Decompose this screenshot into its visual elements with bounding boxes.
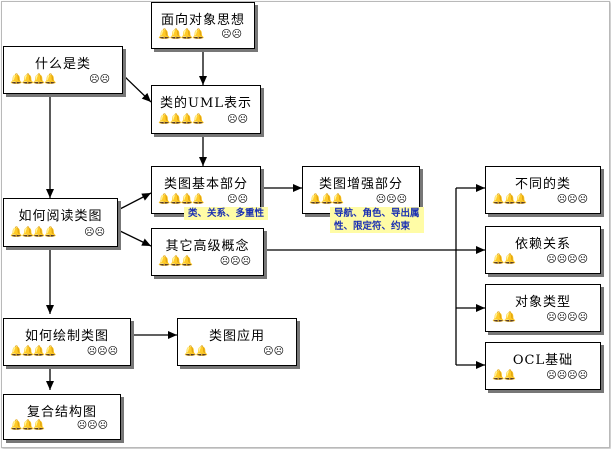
frown-icon: ☹☹ [84, 227, 105, 238]
frown-icon: ☹☹☹ [219, 256, 251, 267]
node-title: 其它高级概念 [165, 239, 250, 254]
bell-icon: 🔔🔔 [492, 254, 516, 265]
bell-icon: 🔔🔔🔔 [492, 194, 527, 205]
bell-icon: 🔔🔔 [492, 370, 516, 381]
node-object-types[interactable]: 对象类型 🔔🔔 ☹☹☹☹ [485, 284, 601, 332]
bell-icon: 🔔🔔 [492, 312, 516, 323]
bell-icon: 🔔🔔🔔🔔 [10, 74, 57, 85]
node-title: 类的UML表示 [160, 96, 252, 111]
bell-icon: 🔔🔔🔔🔔 [158, 29, 205, 40]
note-basic: 类、关系、多重性 [184, 207, 269, 220]
node-oo-thinking[interactable]: 面向对象思想 🔔🔔🔔🔔 ☹☹ [151, 2, 255, 49]
node-title: 类图应用 [208, 329, 265, 344]
node-title: 不同的类 [514, 177, 571, 192]
frown-icon: ☹☹☹ [375, 194, 407, 205]
frown-icon: ☹☹ [221, 29, 242, 40]
node-title: 依赖关系 [514, 237, 571, 252]
node-class-basic[interactable]: 类图基本部分 🔔🔔🔔🔔 ☹☹ [151, 166, 261, 214]
node-uml-notation[interactable]: 类的UML表示 🔔🔔🔔🔔 ☹☹ [151, 85, 261, 134]
bell-icon: 🔔🔔🔔 [10, 420, 45, 431]
node-title: 如何绘制类图 [24, 329, 109, 344]
node-composite-structure[interactable]: 复合结构图 🔔🔔🔔 ☹☹☹ [3, 394, 121, 440]
bell-icon: 🔔🔔🔔🔔 [10, 227, 57, 238]
node-title: 什么是类 [34, 57, 91, 72]
frown-icon: ☹☹ [89, 74, 110, 85]
frown-icon: ☹☹☹ [556, 194, 588, 205]
node-other-concepts[interactable]: 其它高级概念 🔔🔔🔔 ☹☹☹ [151, 228, 264, 276]
node-title: 如何阅读类图 [18, 209, 103, 224]
arrow-what-to-uml [122, 74, 152, 103]
node-dependency[interactable]: 依赖关系 🔔🔔 ☹☹☹☹ [485, 226, 601, 274]
node-ocl-basics[interactable]: OCL基础 🔔🔔 ☹☹☹☹ [485, 342, 601, 390]
frown-icon: ☹☹☹ [86, 346, 118, 357]
frown-icon: ☹☹ [227, 194, 248, 205]
frown-icon: ☹☹☹ [76, 420, 108, 431]
bell-icon: 🔔🔔🔔🔔 [10, 346, 57, 357]
node-class-diagram-apply[interactable]: 类图应用 🔔🔔 ☹☹ [177, 318, 297, 366]
node-draw-class-diagram[interactable]: 如何绘制类图 🔔🔔🔔🔔 ☹☹☹ [3, 318, 131, 366]
note-enhanced-line2: 性、限定符、约束 [334, 221, 411, 232]
arrow-read-to-other [117, 229, 152, 247]
frown-icon: ☹☹☹☹ [546, 370, 588, 381]
bell-icon: 🔔🔔🔔 [309, 194, 344, 205]
node-title: 面向对象思想 [160, 13, 245, 28]
node-read-class-diagram[interactable]: 如何阅读类图 🔔🔔🔔🔔 ☹☹ [3, 198, 118, 247]
note-enhanced-line1: 导航、角色、导出属 [334, 208, 420, 219]
node-title: 对象类型 [514, 295, 571, 310]
node-title: 类图基本部分 [163, 177, 248, 192]
frown-icon: ☹☹☹☹ [546, 254, 588, 265]
note-enhanced: 导航、角色、导出属 性、限定符、约束 [330, 207, 424, 233]
bell-icon: 🔔🔔 [184, 346, 208, 357]
node-title: 复合结构图 [26, 405, 97, 420]
frown-icon: ☹☹ [227, 114, 248, 125]
bell-icon: 🔔🔔🔔 [158, 256, 193, 267]
frown-icon: ☹☹ [263, 346, 284, 357]
node-class-enhanced[interactable]: 类图增强部分 🔔🔔🔔 ☹☹☹ [302, 166, 420, 214]
bell-icon: 🔔🔔🔔🔔 [158, 194, 205, 205]
node-what-is-class[interactable]: 什么是类 🔔🔔🔔🔔 ☹☹ [3, 46, 123, 94]
arrow-read-to-basic [117, 192, 152, 211]
node-title: OCL基础 [512, 353, 574, 368]
node-title: 类图增强部分 [318, 177, 403, 192]
bell-icon: 🔔🔔🔔🔔 [158, 114, 205, 125]
frown-icon: ☹☹☹☹ [546, 312, 588, 323]
node-different-classes[interactable]: 不同的类 🔔🔔🔔 ☹☹☹ [485, 166, 601, 214]
